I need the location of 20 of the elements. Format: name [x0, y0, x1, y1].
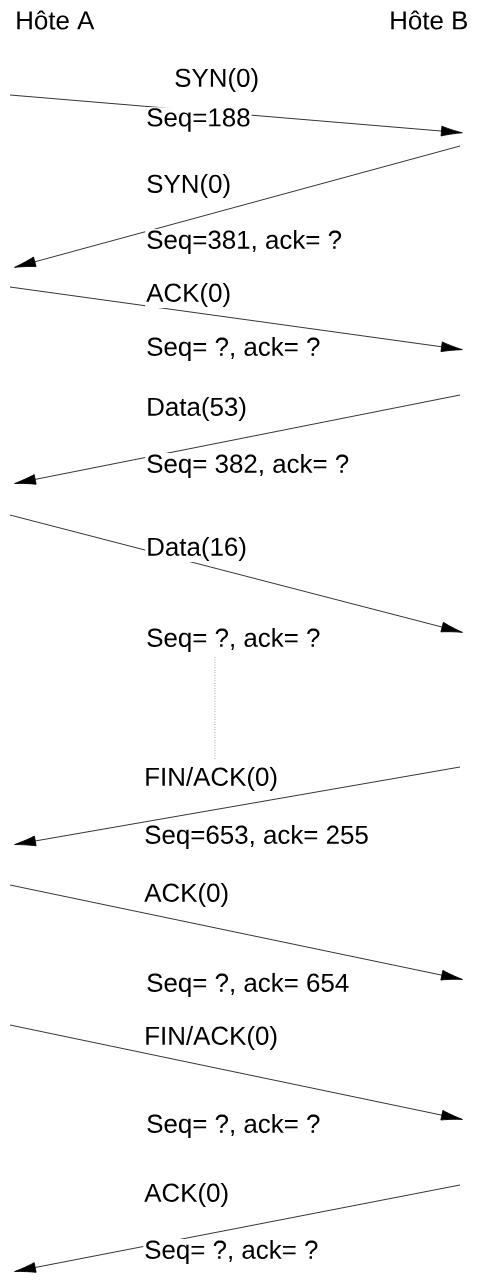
message-label: FIN/ACK(0) [143, 1024, 280, 1052]
message-label: ACK(0) [145, 281, 233, 309]
message-label: SYN(0) [173, 66, 261, 94]
message-label: FIN/ACK(0) [143, 765, 280, 793]
message-label: Data(16) [145, 535, 248, 563]
message-label: Seq= 382, ack= ? [145, 452, 351, 480]
message-label: Seq= ?, ack= ? [143, 1238, 320, 1266]
message-label: SYN(0) [145, 172, 233, 200]
message-label: Seq= ?, ack= 654 [145, 971, 351, 999]
message-label: Seq=188 [145, 107, 252, 133]
host-label: Hôte B [391, 10, 467, 30]
message-label: Seq=381, ack= ? [145, 228, 344, 256]
message-label: Seq=653, ack= 255 [143, 823, 370, 851]
message-label: Data(53) [145, 395, 248, 423]
message-label: ACK(0) [143, 881, 231, 909]
message-label: Seq= ?, ack= ? [145, 335, 322, 363]
message-label: ACK(0) [143, 1181, 231, 1209]
message-label: Seq= ?, ack= ? [145, 626, 322, 654]
host-label: Hôte A [17, 10, 95, 30]
message-label: Seq= ?, ack= ? [145, 1112, 322, 1140]
